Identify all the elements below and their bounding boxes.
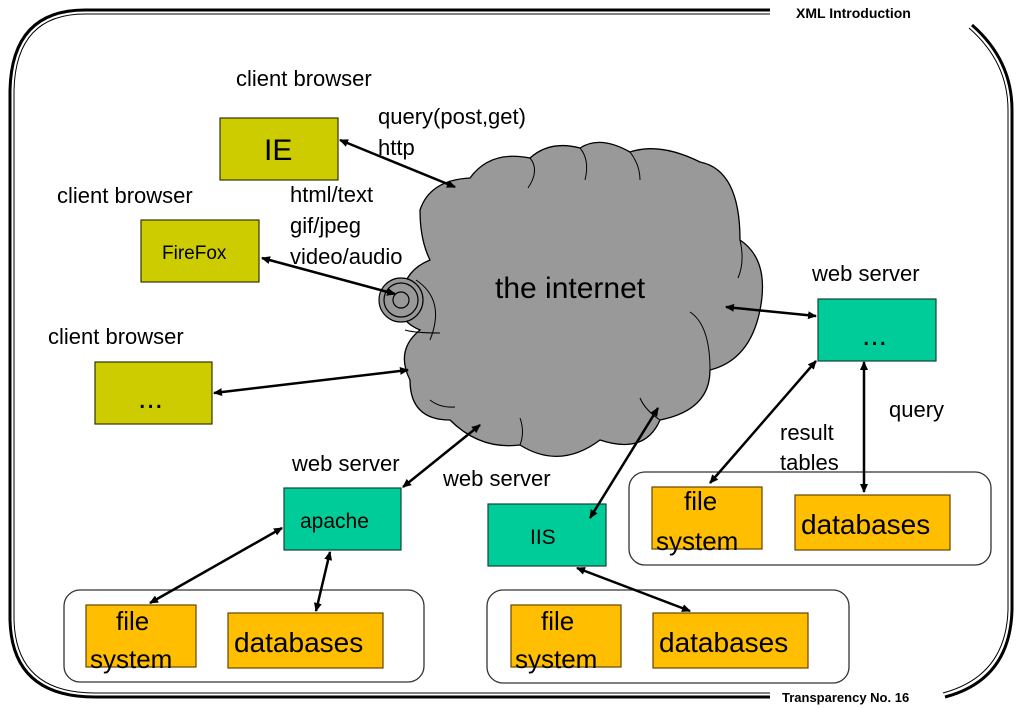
file-label-2: system: [656, 526, 738, 556]
client-name-other: ...: [138, 382, 163, 415]
footer-page-label: Transparency No. 16: [782, 690, 909, 705]
db-result-label-1: result: [780, 420, 834, 445]
arrow-cloud-iis: [588, 407, 660, 519]
file-label-2: system: [515, 644, 597, 674]
server-box-other[interactable]: ...: [817, 298, 937, 362]
db-result-label-2: tables: [780, 450, 839, 475]
client-name-firefox: FireFox: [162, 243, 227, 264]
server-title-other: web server: [811, 261, 920, 286]
request-label-2: http: [378, 135, 415, 160]
databases-box[interactable]: [794, 494, 951, 551]
header-title: XML Introduction: [796, 5, 911, 21]
file-system-box[interactable]: [510, 604, 622, 668]
file-label-1: file: [684, 486, 717, 516]
arrow-cloud-server-other: [725, 303, 817, 320]
arrow-iis-databases: [576, 566, 691, 613]
response-label-2: gif/jpeg: [290, 213, 361, 238]
server-name-apache: apache: [300, 510, 369, 533]
server-box-iis[interactable]: IIS: [487, 503, 607, 567]
db-query-label: query: [889, 397, 944, 422]
databases-label: databases: [234, 627, 363, 658]
databases-label: databases: [801, 509, 930, 540]
databases-label: databases: [659, 627, 788, 658]
server-title-apache: web server: [291, 451, 400, 476]
response-label-1: html/text: [290, 182, 373, 207]
client-name-ie: IE: [264, 134, 292, 167]
client-box-firefox[interactable]: FireFox: [140, 219, 260, 283]
client-title-other: client browser: [48, 324, 184, 349]
file-label-1: file: [116, 606, 149, 636]
storage-group-iis: file system databases: [486, 589, 850, 684]
slide-frame: [8, 8, 1014, 699]
databases-box[interactable]: [227, 612, 384, 669]
file-label-1: file: [541, 606, 574, 636]
arrow-server-filesystem: [709, 360, 817, 484]
client-title-ie: client browser: [236, 66, 372, 91]
response-label-3: video/audio: [290, 244, 403, 269]
arrow-other-client-cloud: [213, 366, 409, 397]
client-title-firefox: client browser: [57, 183, 193, 208]
databases-box[interactable]: [652, 612, 809, 669]
request-label-1: query(post,get): [378, 104, 526, 129]
server-box-apache[interactable]: apache: [283, 487, 402, 551]
client-box-ie[interactable]: IE: [219, 117, 339, 181]
file-system-box[interactable]: [651, 486, 763, 550]
arrow-cloud-apache: [402, 424, 481, 488]
file-system-box[interactable]: [85, 604, 197, 668]
server-title-iis: web server: [442, 466, 551, 491]
file-label-2: system: [90, 644, 172, 674]
arrow-apache-filesystem: [149, 526, 283, 605]
arrow-apache-databases: [313, 551, 333, 612]
server-name-other: ...: [862, 319, 887, 352]
storage-group-other: file system databases: [628, 471, 992, 566]
storage-group-apache: file system databases: [63, 589, 425, 683]
arrow-firefox-cloud: [261, 256, 396, 296]
cloud-label: the internet: [495, 272, 646, 305]
server-name-iis: IIS: [530, 526, 556, 549]
arrow-ie-cloud: [339, 138, 456, 189]
client-box-other[interactable]: ...: [94, 361, 213, 425]
connection-arrows: [149, 138, 868, 613]
cloud-puff-outer: [378, 277, 424, 323]
